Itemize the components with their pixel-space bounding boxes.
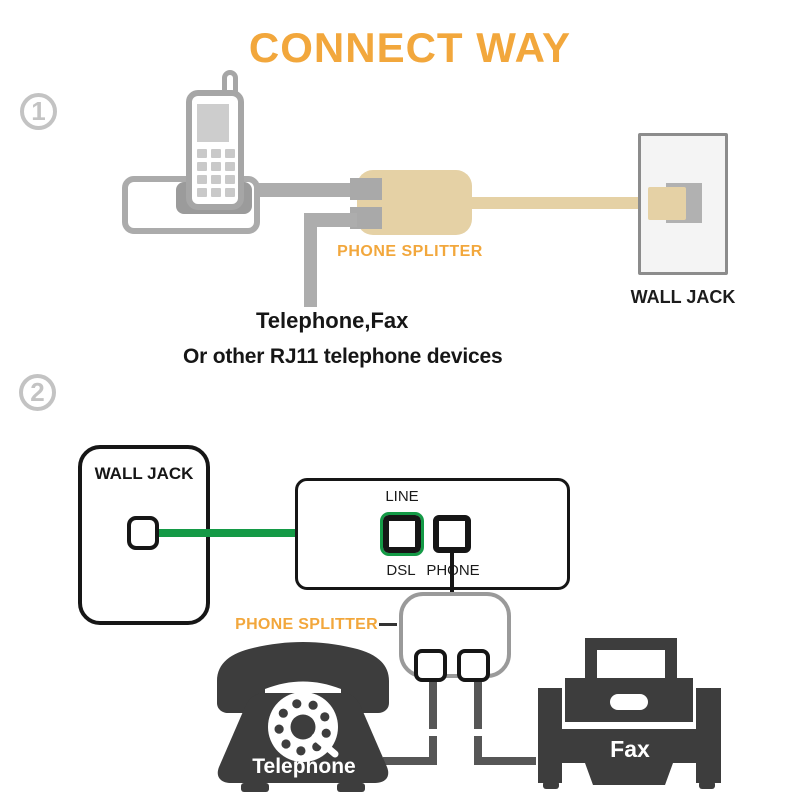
wall-jack-plug bbox=[648, 187, 686, 220]
splitter-plug-top bbox=[350, 178, 382, 200]
step2-number: 2 bbox=[30, 377, 45, 407]
phone-splitter-label-2: PHONE SPLITTER bbox=[235, 616, 378, 633]
fax-cable-segment bbox=[474, 736, 482, 765]
line-port-label: LINE bbox=[385, 488, 419, 505]
handset-keypad bbox=[197, 149, 235, 197]
telephone-cable-segment bbox=[383, 757, 437, 765]
splitter2-port-left bbox=[414, 649, 447, 682]
splitter2-port-right bbox=[457, 649, 490, 682]
dsl-port bbox=[380, 512, 424, 556]
fax-cable-segment bbox=[474, 757, 536, 765]
fax-cable-segment bbox=[474, 682, 482, 729]
wall-jack-label-2: WALL JACK bbox=[94, 464, 194, 483]
step2-number-badge: 2 bbox=[19, 374, 56, 411]
dsl-port-label: DSL bbox=[386, 562, 416, 579]
caption-rj11-devices: Or other RJ11 telephone devices bbox=[183, 345, 503, 368]
label-pointer-dash bbox=[379, 623, 397, 626]
telephone-label: Telephone bbox=[252, 755, 355, 778]
page-title: CONNECT WAY bbox=[248, 24, 572, 71]
phone-port bbox=[433, 515, 471, 553]
green-line-cable bbox=[159, 529, 387, 537]
handset-screen bbox=[197, 104, 229, 142]
splitter-plug-bottom bbox=[350, 207, 382, 229]
wall-jack-port bbox=[127, 516, 159, 550]
fax-label: Fax bbox=[610, 736, 650, 762]
phone-port-cable bbox=[450, 553, 454, 594]
telephone-cable-segment bbox=[429, 736, 437, 765]
device-cable-horizontal bbox=[304, 213, 357, 227]
telephone-cable-segment bbox=[429, 682, 437, 729]
device-cable-vertical bbox=[304, 213, 317, 307]
phone-splitter-label-1: PHONE SPLITTER bbox=[337, 243, 483, 260]
step1-number: 1 bbox=[31, 96, 46, 126]
step1-number-badge: 1 bbox=[20, 93, 57, 130]
telephone-icon: Telephone bbox=[217, 642, 389, 792]
modem-box bbox=[295, 478, 570, 590]
splitter-to-walljack-cable bbox=[470, 197, 655, 209]
fax-icon: Fax bbox=[538, 638, 721, 789]
caption-telephone-fax: Telephone,Fax bbox=[256, 308, 409, 333]
phone-base-cable bbox=[254, 183, 366, 197]
wall-jack-label-1: WALL JACK bbox=[630, 287, 736, 307]
